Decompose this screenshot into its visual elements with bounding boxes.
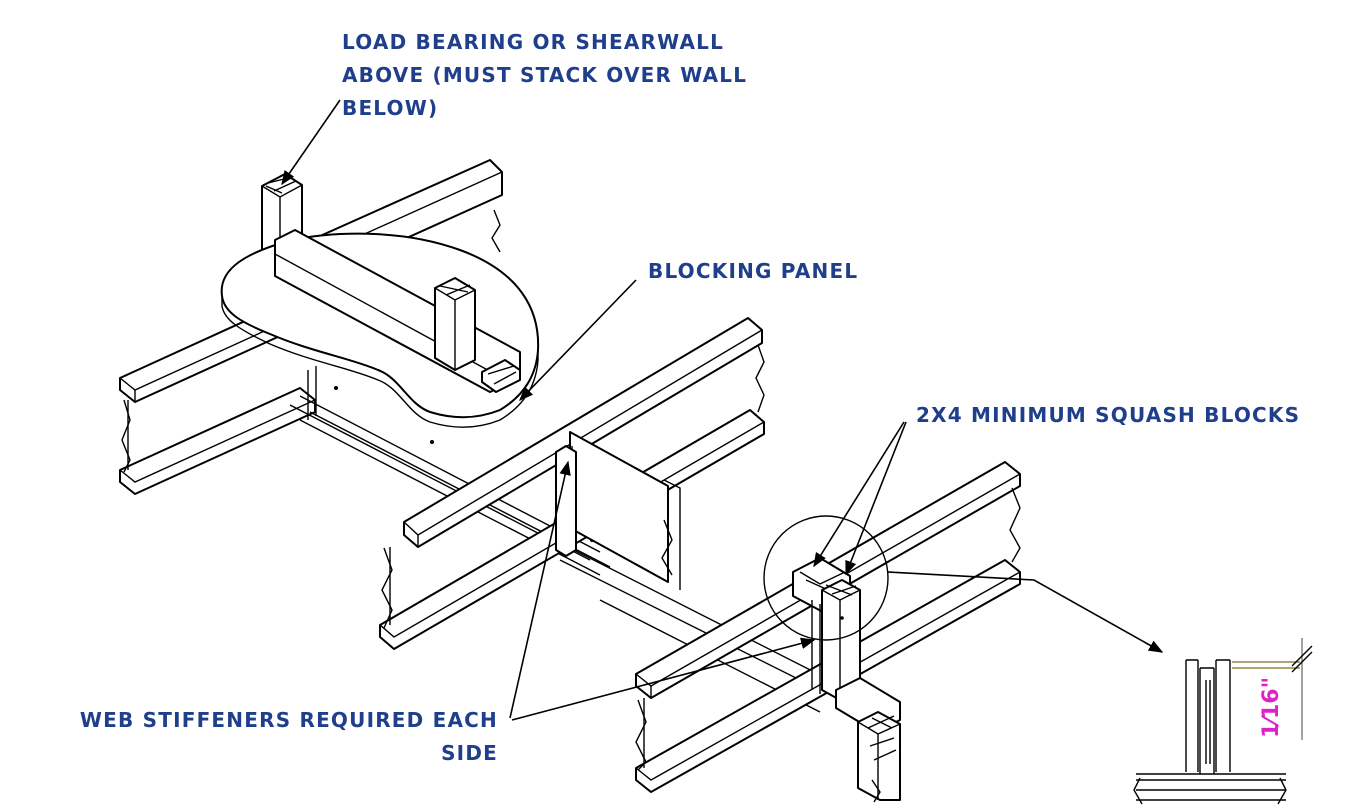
leader-squash-2: [845, 421, 907, 576]
detail-view: [1133, 638, 1313, 805]
leader-squash-1: [813, 421, 905, 568]
detail-callout-circle: [763, 515, 889, 641]
detail-dimension: 1⁄16": [1259, 677, 1284, 738]
label-web-stiffeners-line2: SIDE: [441, 741, 498, 765]
label-load-bearing-line1: LOAD BEARING OR SHEARWALL: [342, 30, 724, 54]
leader-blocking-panel: [518, 279, 637, 402]
blocking-panel-middle: [555, 431, 681, 590]
label-load-bearing-line3: BELOW): [342, 96, 438, 120]
label-web-stiffeners-line1: WEB STIFFENERS REQUIRED EACH: [80, 708, 498, 732]
leader-web-stiffener-1: [509, 460, 571, 719]
leader-web-stiffener-2: [511, 637, 816, 721]
label-squash-blocks: 2X4 MINIMUM SQUASH BLOCKS: [916, 403, 1300, 427]
label-load-bearing-line2: ABOVE (MUST STACK OVER WALL: [342, 63, 747, 87]
label-blocking-panel: BLOCKING PANEL: [648, 259, 858, 283]
wall-above: [274, 229, 521, 393]
leader-load-bearing: [281, 99, 341, 186]
right-squash-post: [792, 557, 901, 803]
leader-detail: [887, 571, 1164, 653]
